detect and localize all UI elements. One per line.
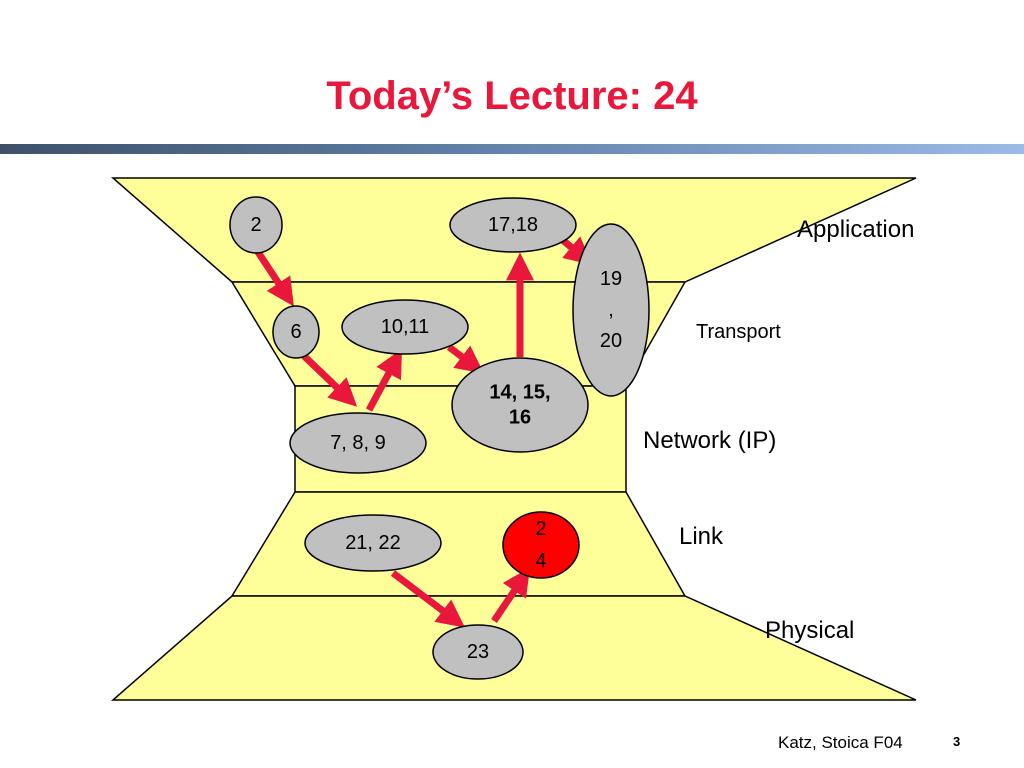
node-n23: 23 <box>432 624 524 680</box>
node-label-n141516: 14, 15, <box>489 382 550 404</box>
arrow-n2122-to-n23 <box>390 570 466 628</box>
node-label-n2122: 21, 22 <box>345 532 401 554</box>
node-n141516: 14, 15, 16 <box>451 357 589 453</box>
arrow-n789-to-n1011 <box>365 348 402 412</box>
node-n1011: 10,11 <box>341 299 469 355</box>
node-n24: 24 <box>502 511 580 579</box>
node-label-n1920: , <box>608 299 614 321</box>
node-label-n24: 4 <box>535 550 546 572</box>
node-n1718: 17,18 <box>449 197 577 253</box>
node-n2: 2 <box>229 196 283 254</box>
node-label-n2: 2 <box>250 214 261 236</box>
layer-label-network: Network (IP) <box>643 427 776 454</box>
node-label-n1718: 17,18 <box>488 214 538 236</box>
node-label-n24: 2 <box>535 518 546 540</box>
node-shape-n2122 <box>304 514 442 572</box>
node-n1920: 19,20 <box>572 223 650 397</box>
arrows-group <box>255 234 593 628</box>
layer-shape-link <box>230 491 687 597</box>
node-label-n141516: 16 <box>509 407 531 429</box>
layer-label-application: Application <box>797 216 914 243</box>
slide-title: Today’s Lecture: 24 <box>326 74 698 118</box>
node-label-n6: 6 <box>290 321 301 343</box>
node-label-n23: 23 <box>467 641 489 663</box>
node-shape-n1920 <box>572 223 650 397</box>
arrow-n2-to-n6 <box>255 250 294 307</box>
node-shape-n1011 <box>341 299 469 355</box>
footer-author: Katz, Stoica F04 <box>778 733 903 752</box>
node-label-n789: 7, 8, 9 <box>330 432 386 454</box>
page-number: 3 <box>953 734 961 749</box>
node-n789: 7, 8, 9 <box>289 412 427 474</box>
layer-label-transport: Transport <box>696 321 781 343</box>
node-shape-n24 <box>502 511 580 579</box>
layer-label-physical: Physical <box>765 617 854 644</box>
node-shape-n141516 <box>451 357 589 453</box>
node-label-n1920: 20 <box>600 330 622 352</box>
title-divider-bar <box>0 144 1024 154</box>
arrow-n6-to-n789 <box>301 353 358 407</box>
node-shape-n1718 <box>449 197 577 253</box>
node-label-n1920: 19 <box>600 268 622 290</box>
arrow-n1011-to-n141516 <box>446 344 485 374</box>
node-shape-n789 <box>289 412 427 474</box>
node-n6: 6 <box>272 305 320 359</box>
node-shape-n23 <box>432 624 524 680</box>
node-shape-n6 <box>272 305 320 359</box>
node-n2122: 21, 22 <box>304 514 442 572</box>
node-shape-n2 <box>229 196 283 254</box>
layer-label-link: Link <box>679 523 724 550</box>
arrow-n23-to-n24 <box>491 567 531 623</box>
node-label-n1011: 10,11 <box>381 316 430 338</box>
